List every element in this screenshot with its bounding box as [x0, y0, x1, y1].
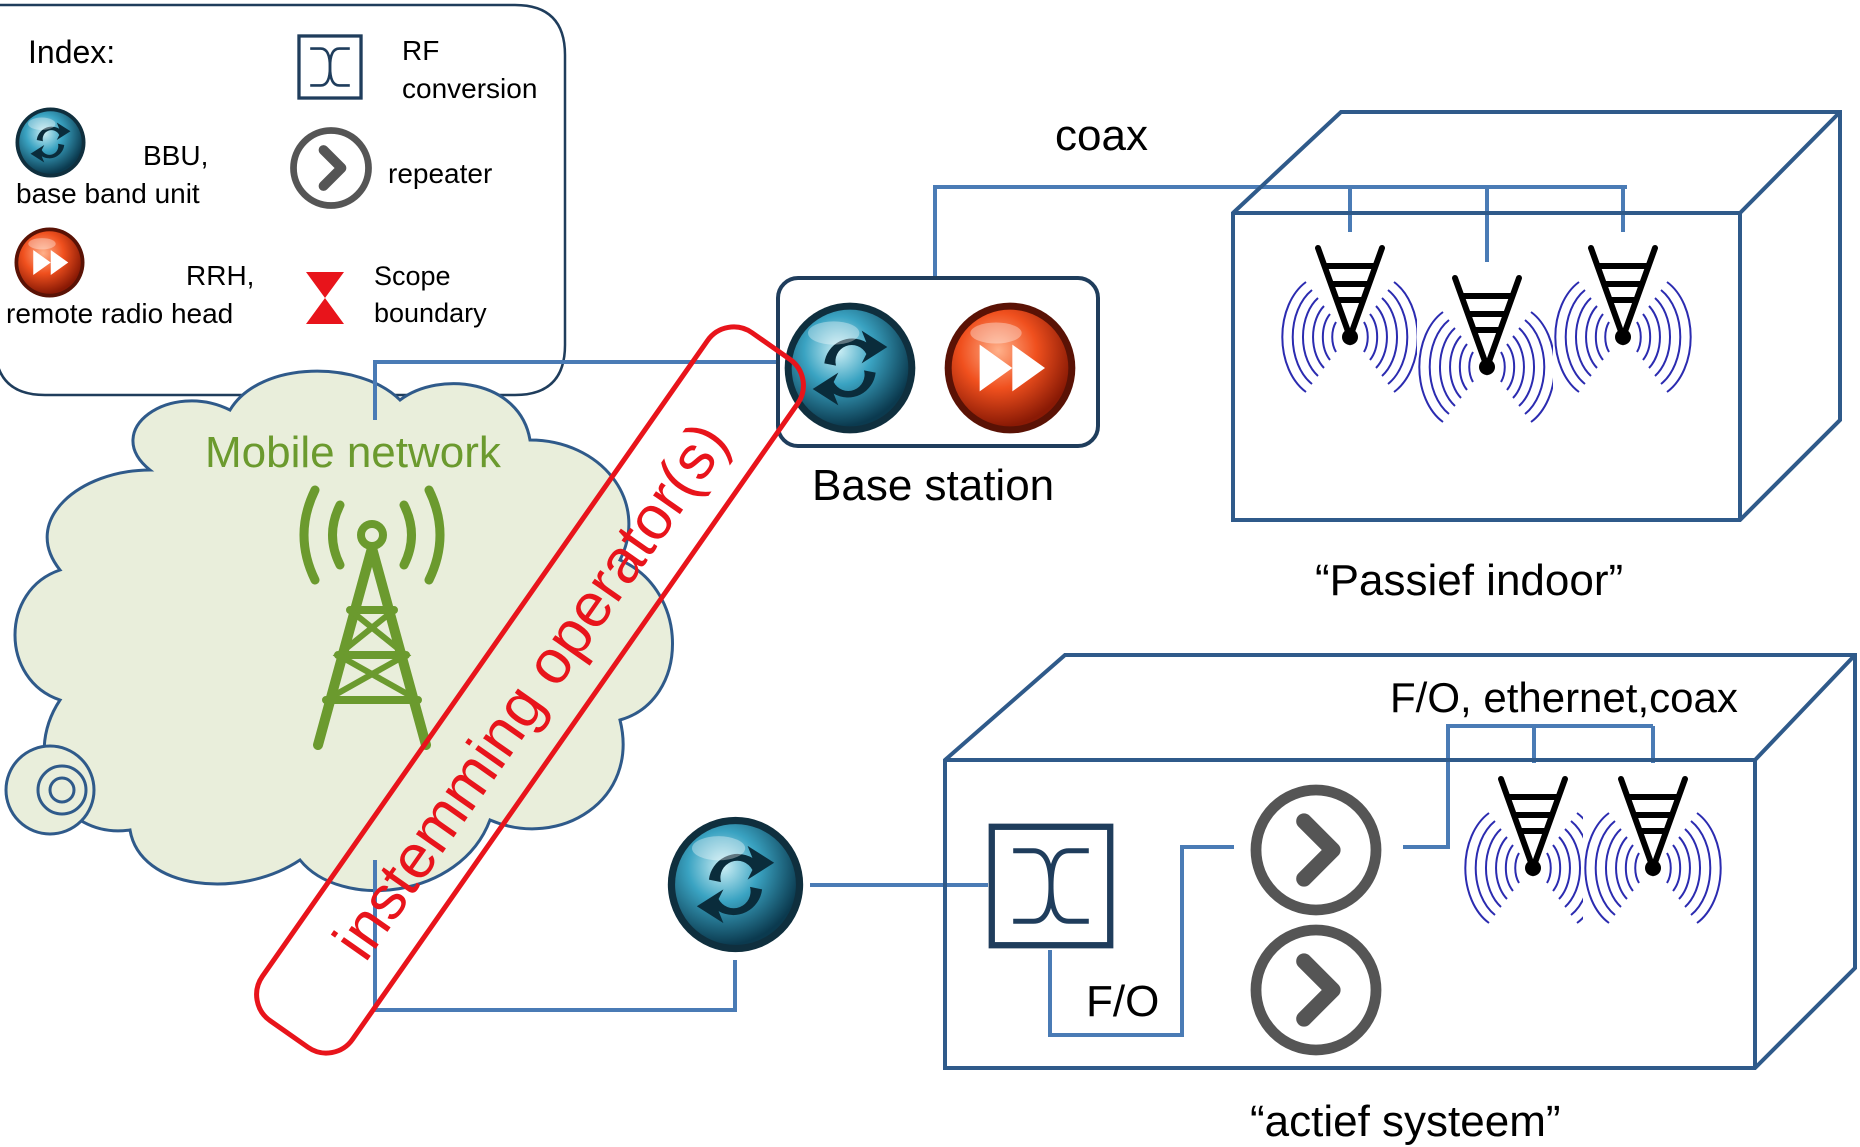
link-fo: [1048, 845, 1234, 1037]
rrh-icon: [944, 302, 1076, 434]
legend-title: Index:: [28, 34, 115, 70]
antenna-tile-3: [1553, 232, 1693, 402]
antenna-tile-4: [1463, 763, 1603, 933]
fo-ethernet-coax-label: F/O, ethernet,coax: [1390, 674, 1738, 721]
repeater-icon: [1256, 790, 1376, 910]
link-cloud-base-station: [373, 360, 805, 420]
actief-box-edges: [945, 653, 1857, 1068]
repeater-icon: [1256, 930, 1376, 1050]
legend-repeater-label: repeater: [388, 158, 492, 189]
passief-indoor-box: [1231, 110, 1842, 522]
legend-bbu-label: BBU,: [143, 140, 208, 171]
antenna-tile-2: [1417, 262, 1557, 432]
bbu-icon: [784, 302, 916, 434]
scope-boundary-icon: [306, 272, 344, 324]
actief-antennas: [1463, 763, 1723, 933]
rrh-icon: [14, 227, 85, 298]
connections: [373, 185, 1655, 1037]
antenna-tile-5: [1583, 763, 1723, 933]
mobile-network-cloud: Mobile network: [4, 369, 674, 893]
bbu-icon: [667, 816, 804, 953]
network-tower-icon: [299, 485, 445, 750]
fo-label: F/O: [1086, 977, 1159, 1026]
passief-box-edges: [1233, 110, 1842, 520]
cloud-bubble-small: [48, 776, 76, 804]
link-cloud-bbu: [373, 860, 737, 1012]
actief-systeem-box: [943, 653, 1857, 1070]
actief-systeem-label: “actief systeem”: [1250, 1097, 1561, 1146]
legend-rf-sublabel: conversion: [402, 73, 537, 104]
legend-rrh-sublabel: remote radio head: [6, 298, 233, 329]
legend-rf-label: RF: [402, 35, 439, 66]
passief-box-outline: [1231, 110, 1842, 522]
base-station-label: Base station: [812, 461, 1054, 510]
legend-box: [0, 3, 567, 397]
cloud-bubble-medium: [36, 764, 88, 816]
coax-label: coax: [1055, 111, 1148, 160]
legend-scope-sublabel: boundary: [374, 298, 487, 328]
legend: Index: BBU, base band unit RF conversion…: [0, 3, 567, 397]
rf-conversion-icon: [992, 827, 1110, 945]
base-station: Base station: [776, 276, 1100, 510]
legend-rrh-label: RRH,: [186, 260, 254, 291]
repeater-icon: [294, 131, 369, 206]
antenna-tile-1: [1280, 232, 1420, 402]
passief-indoor-label: “Passief indoor”: [1315, 556, 1623, 605]
rf-conversion-icon: [296, 34, 364, 100]
passief-antennas: [1280, 232, 1693, 432]
legend-scope-label: Scope: [374, 261, 451, 291]
bbu-icon: [15, 107, 86, 178]
cloud-shape: [13, 369, 674, 893]
link-repeater-antennas: [1403, 724, 1653, 849]
link-coax-main: [933, 185, 1627, 285]
legend-bbu-sublabel: base band unit: [16, 178, 200, 209]
mobile-network-label: Mobile network: [205, 428, 502, 477]
actief-box-outline: [943, 653, 1857, 1070]
scope-rounded-box: [254, 324, 806, 1056]
